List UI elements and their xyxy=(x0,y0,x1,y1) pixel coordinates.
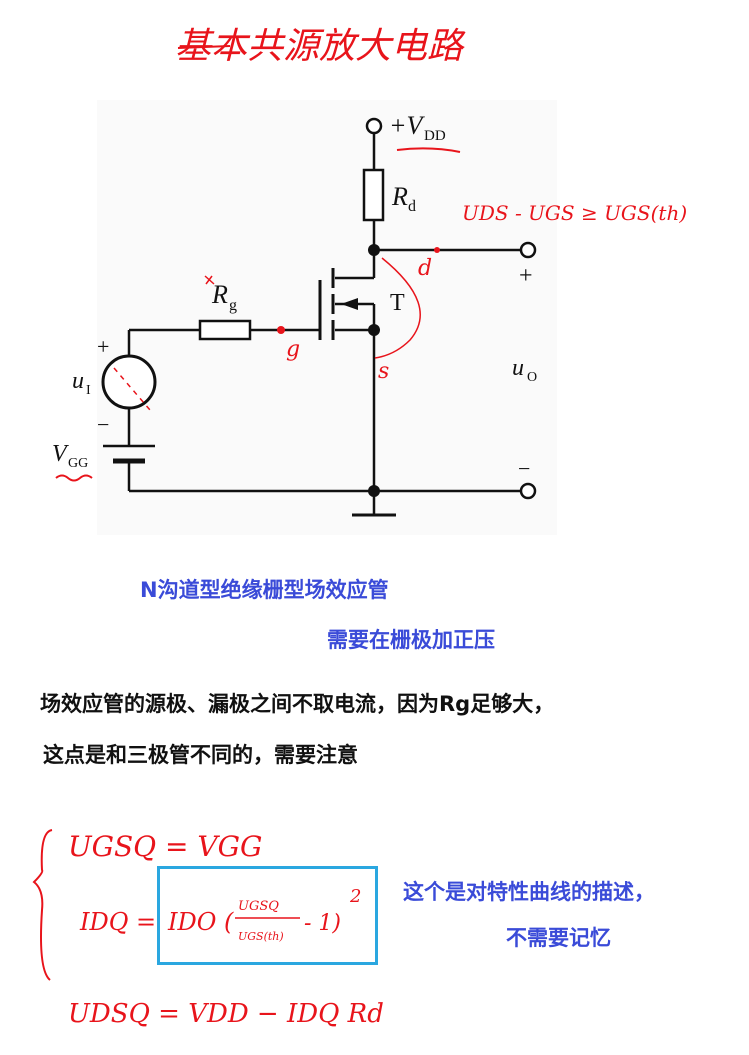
condition-annotation: UDS - UGS ≥ UGS(th) xyxy=(462,201,687,225)
vgg-sub: GG xyxy=(68,456,88,471)
ui-source xyxy=(101,354,157,410)
drain-red-dot xyxy=(434,247,440,253)
vdd-terminal xyxy=(365,117,383,135)
formula-svg: UGSQ = VGG IDQ = IDO ( UGSQ UGS(th) - 1)… xyxy=(32,829,384,1029)
equation-2-numerator: UGSQ xyxy=(238,899,279,914)
equation-2-right: IDO ( xyxy=(167,908,234,936)
vgg-underline xyxy=(55,474,93,482)
equation-2-denominator: UGS(th) xyxy=(238,930,284,943)
note-line-1: N沟道型绝缘栅型场效应管 xyxy=(140,578,389,602)
formula-note-line-1: 这个是对特性曲线的描述， xyxy=(403,880,655,904)
equation-1: UGSQ = VGG xyxy=(68,830,262,863)
ground-node xyxy=(368,485,380,497)
title-svg: 基本共源放大电路 xyxy=(175,26,466,67)
uo-sub: O xyxy=(527,370,537,385)
title-underline xyxy=(177,45,231,49)
formula-highlight-box xyxy=(157,866,378,965)
rg-label: R xyxy=(211,280,228,309)
ds-arc xyxy=(374,257,421,359)
ui-sub: I xyxy=(86,383,91,398)
output-terminal-plus xyxy=(519,241,537,259)
note-line-2: 需要在栅极加正压 xyxy=(327,628,495,652)
formula-note-line-2: 不需要记忆 xyxy=(506,926,611,950)
body-arrow xyxy=(341,298,358,310)
vdd-sub: DD xyxy=(424,128,446,144)
gate-annotation: g xyxy=(286,337,300,362)
vgg-label: V xyxy=(52,441,69,467)
note-line-3: 场效应管的源极、漏极之间不取电流，因为Rg足够大， xyxy=(40,692,555,716)
rg-mark xyxy=(204,275,215,285)
equation-3: UDSQ = VDD − IDQ Rd xyxy=(68,999,384,1029)
equation-2-tail: - 1) xyxy=(304,911,341,936)
system-brace xyxy=(32,829,53,981)
source-annotation: s xyxy=(378,359,389,384)
rd-label: R xyxy=(391,182,408,211)
ui-minus-sign: − xyxy=(97,412,109,437)
equation-2-exponent: 2 xyxy=(349,886,361,907)
ui-plus-sign: + xyxy=(97,334,109,359)
vdd-label: +V xyxy=(389,111,426,140)
rg-resistor xyxy=(198,319,252,341)
rd-sub: d xyxy=(408,198,416,215)
circuit-diagram: +V DD R d + T R g xyxy=(52,100,688,535)
rg-sub: g xyxy=(229,297,237,314)
drain-annotation: d xyxy=(418,256,432,281)
ui-label: u xyxy=(72,368,84,394)
output-minus-sign: − xyxy=(518,456,530,481)
circuit-background xyxy=(97,100,557,535)
note-line-4: 这点是和三极管不同的，需要注意 xyxy=(43,743,358,767)
vdd-underline xyxy=(396,147,461,153)
rd-resistor xyxy=(362,168,385,222)
transistor-label: T xyxy=(390,290,405,316)
gate-red-dot xyxy=(277,326,285,334)
equation-2-left: IDQ = xyxy=(79,908,156,936)
uo-label: u xyxy=(512,355,524,381)
output-terminal-minus xyxy=(519,482,537,500)
output-plus-sign: + xyxy=(519,263,533,289)
